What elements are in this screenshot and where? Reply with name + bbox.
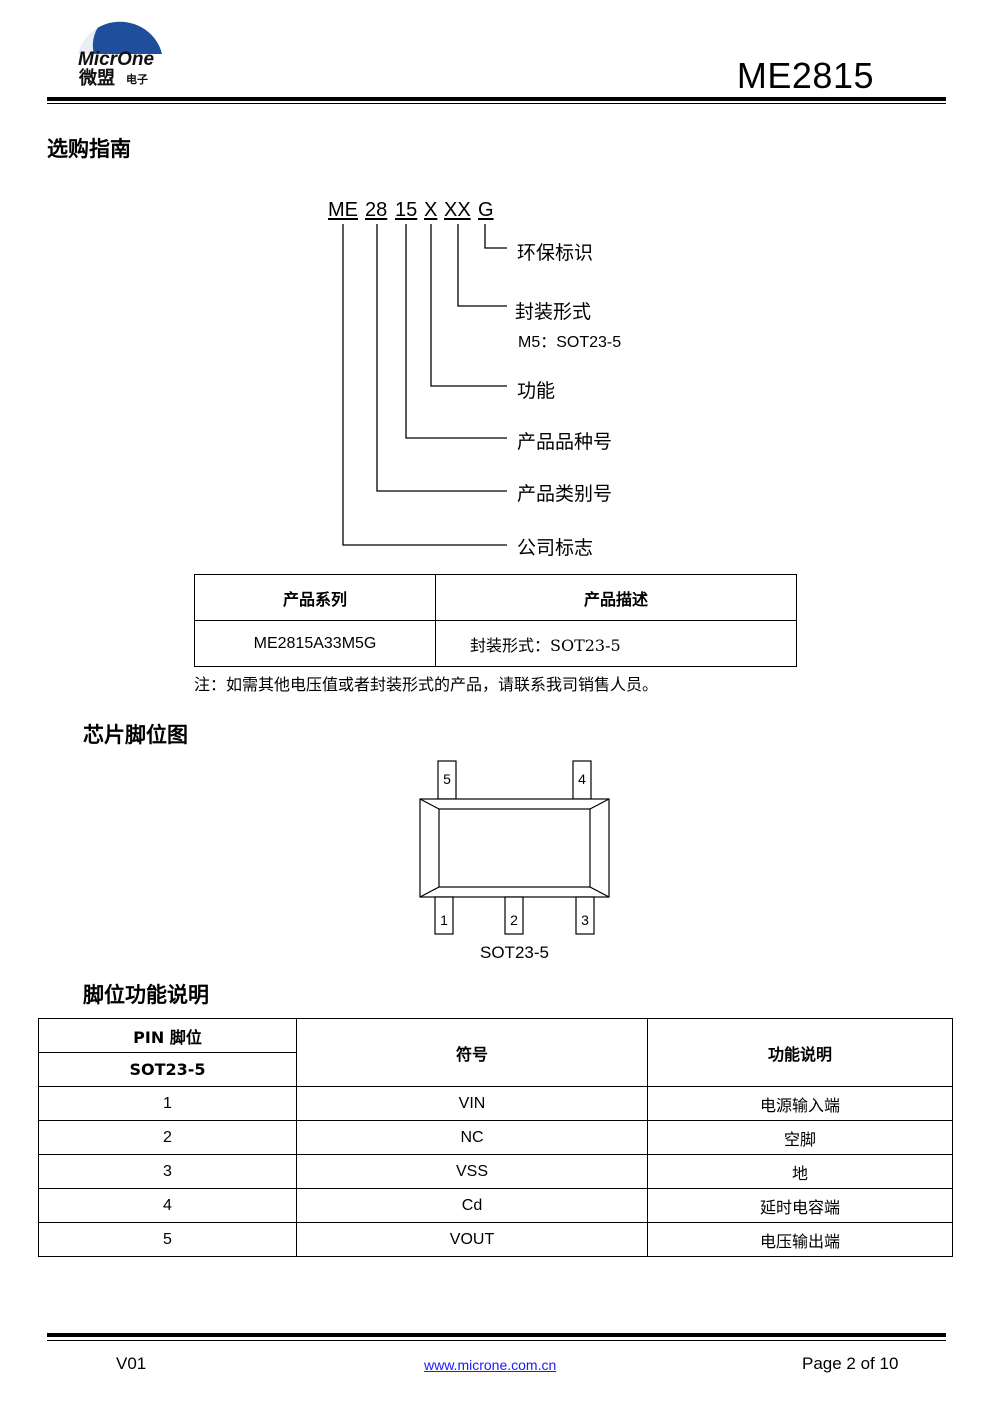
pin-label-3: 3 [581, 912, 589, 928]
cell-pin: 4 [38, 1188, 297, 1223]
table-row: 5 VOUT 电压输出端 [38, 1222, 953, 1257]
label-eco-mark: 环保标识 [517, 242, 594, 264]
table-row: 产品系列 产品描述 [194, 574, 797, 621]
code-part-28: 28 [365, 199, 388, 221]
section-title-ordering: 选购指南 [47, 137, 131, 161]
code-part-me: ME [328, 199, 358, 221]
header-rule-thin [47, 103, 946, 104]
microne-logo: MicrOne 微盟 电子 [74, 8, 166, 89]
footer-rule-thin [47, 1340, 946, 1341]
pin-box-3 [575, 896, 595, 935]
footer-version: V01 [116, 1354, 147, 1373]
logo-text-en: MicrOne [78, 49, 154, 70]
sot23-5-package-diagram: 5 4 1 2 3 [419, 760, 610, 935]
cell-pin: 2 [38, 1120, 297, 1155]
header-function: 功能说明 [647, 1018, 953, 1087]
table-row: PIN 脚位 符号 功能说明 [38, 1018, 953, 1087]
cell-product-series: ME2815A33M5G [194, 620, 436, 667]
cell-symbol: VIN [296, 1086, 648, 1121]
label-product-variant: 产品品种号 [517, 431, 613, 453]
pin-label-1: 1 [440, 912, 448, 928]
cell-pin: 1 [38, 1086, 297, 1121]
pin-label-2: 2 [510, 912, 518, 928]
footer-website-link[interactable]: www.microne.com.cn [424, 1357, 557, 1373]
cell-symbol: VSS [296, 1154, 648, 1189]
code-part-x: X [424, 199, 438, 221]
pin-box-2 [504, 896, 524, 935]
model-number: ME2815 [736, 55, 874, 96]
pin-label-5: 5 [443, 771, 451, 787]
table-row: 1 VIN 电源输入端 [38, 1086, 953, 1121]
code-part-xx: XX [444, 199, 471, 221]
product-table: 产品系列 产品描述 ME2815A33M5G 封装形式：SOT23-5 [194, 574, 797, 667]
header-product-desc: 产品描述 [435, 574, 797, 621]
header-rule-thick [47, 97, 946, 101]
cell-symbol: VOUT [296, 1222, 648, 1257]
table-row: 2 NC 空脚 [38, 1120, 953, 1155]
cell-function: 电源输入端 [647, 1086, 953, 1121]
logo-text-cn: 微盟 [78, 67, 115, 88]
header-package: SOT23-5 [38, 1052, 297, 1087]
label-package-type: 封装形式 [515, 301, 592, 323]
pin-function-table: PIN 脚位 符号 功能说明 SOT23-5 1 VIN 电源输入端 2 NC … [38, 1018, 953, 1257]
code-part-15: 15 [395, 199, 418, 221]
footer-rule-thick [47, 1333, 946, 1337]
pin-box-1 [434, 896, 454, 935]
cell-symbol: Cd [296, 1188, 648, 1223]
logo-text-cn-small: 电子 [126, 72, 148, 86]
cell-pin: 5 [38, 1222, 297, 1257]
cell-symbol: NC [296, 1120, 648, 1155]
ordering-diagram-lines [342, 224, 507, 546]
cell-pin: 3 [38, 1154, 297, 1189]
cell-function: 空脚 [647, 1120, 953, 1155]
cell-product-desc: 封装形式：SOT23-5 [435, 620, 797, 667]
section-title-pinout: 芯片脚位图 [83, 723, 188, 747]
label-product-category: 产品类别号 [517, 483, 613, 505]
cell-function: 地 [647, 1154, 953, 1189]
package-name: SOT23-5 [480, 943, 549, 962]
label-company-mark: 公司标志 [517, 537, 594, 559]
cell-function: 延时电容端 [647, 1188, 953, 1223]
cell-function: 电压输出端 [647, 1222, 953, 1257]
ordering-note: 注：如需其他电压值或者封装形式的产品，请联系我司销售人员。 [194, 675, 659, 694]
section-title-pin-function: 脚位功能说明 [83, 983, 209, 1007]
table-row: ME2815A33M5G 封装形式：SOT23-5 [194, 620, 797, 667]
label-package-sub: M5：SOT23-5 [518, 334, 622, 351]
table-row: 4 Cd 延时电容端 [38, 1188, 953, 1223]
header-product-series: 产品系列 [194, 574, 436, 621]
label-function: 功能 [517, 380, 556, 402]
table-row: 3 VSS 地 [38, 1154, 953, 1189]
pin-label-4: 4 [578, 771, 586, 787]
header-symbol: 符号 [296, 1018, 648, 1087]
header-pin: PIN 脚位 [38, 1018, 297, 1053]
footer-page-number: Page 2 of 10 [802, 1354, 899, 1373]
code-part-g: G [478, 199, 494, 221]
